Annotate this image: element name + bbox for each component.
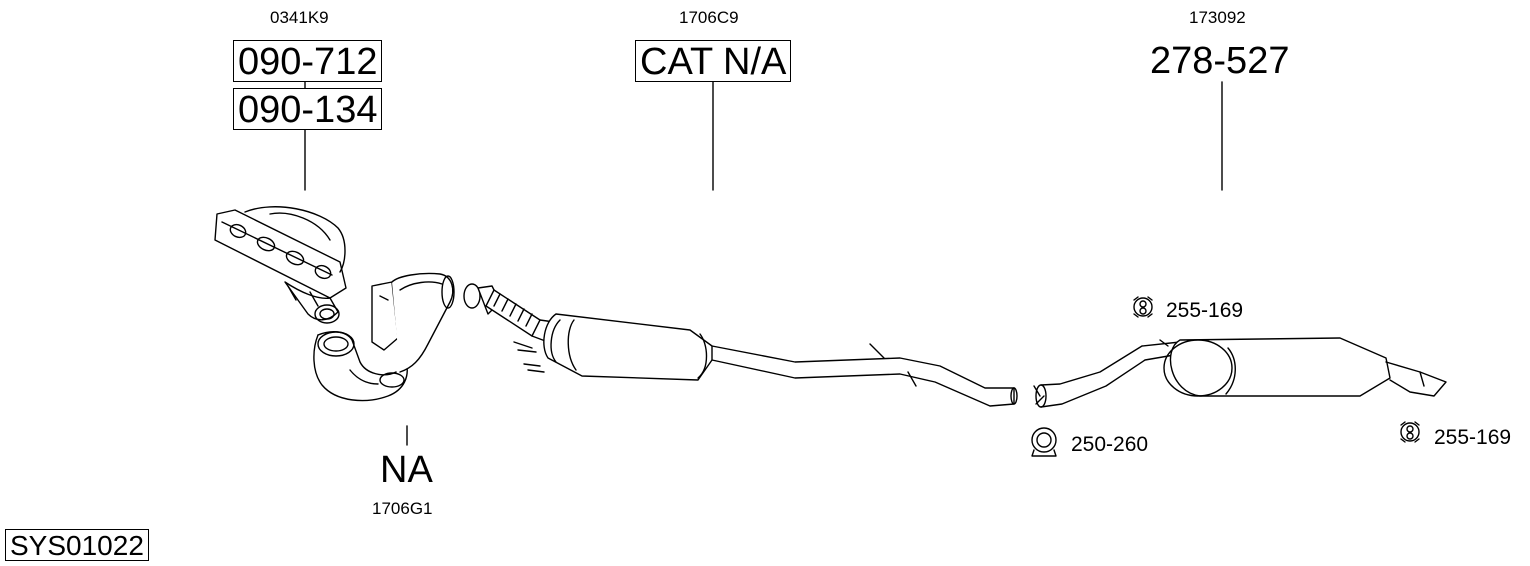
rubber-hanger-top-icon [1133, 296, 1153, 318]
manifold-oe-code: 0341K9 [270, 8, 329, 27]
front-pipe-oe-code: 1706G1 [372, 499, 433, 518]
catalyst-part [463, 283, 1018, 407]
rear-silencer-oe-code: 173092 [1189, 8, 1246, 27]
front-pipe-part [313, 272, 455, 402]
rear-silencer-part [1033, 337, 1447, 408]
manifold-part-number-1[interactable]: 090-712 [233, 40, 383, 82]
catalyst-oe-code: 1706C9 [679, 8, 739, 27]
exhaust-manifold-part [214, 206, 347, 324]
hanger-right-part-number[interactable]: 255-169 [1434, 426, 1512, 449]
diagram-id: SYS01022 [5, 529, 149, 561]
rear-silencer-part-number[interactable]: 278-527 [1150, 40, 1290, 82]
rubber-hanger-right-icon [1400, 421, 1420, 443]
catalyst-part-number[interactable]: CAT N/A [635, 40, 792, 82]
front-pipe-part-number: NA [380, 449, 433, 491]
hanger-top-part-number[interactable]: 255-169 [1166, 299, 1244, 322]
exhaust-clamp-icon [1031, 427, 1057, 457]
manifold-part-number-2[interactable]: 090-134 [233, 88, 383, 130]
clamp-part-number[interactable]: 250-260 [1071, 433, 1149, 456]
